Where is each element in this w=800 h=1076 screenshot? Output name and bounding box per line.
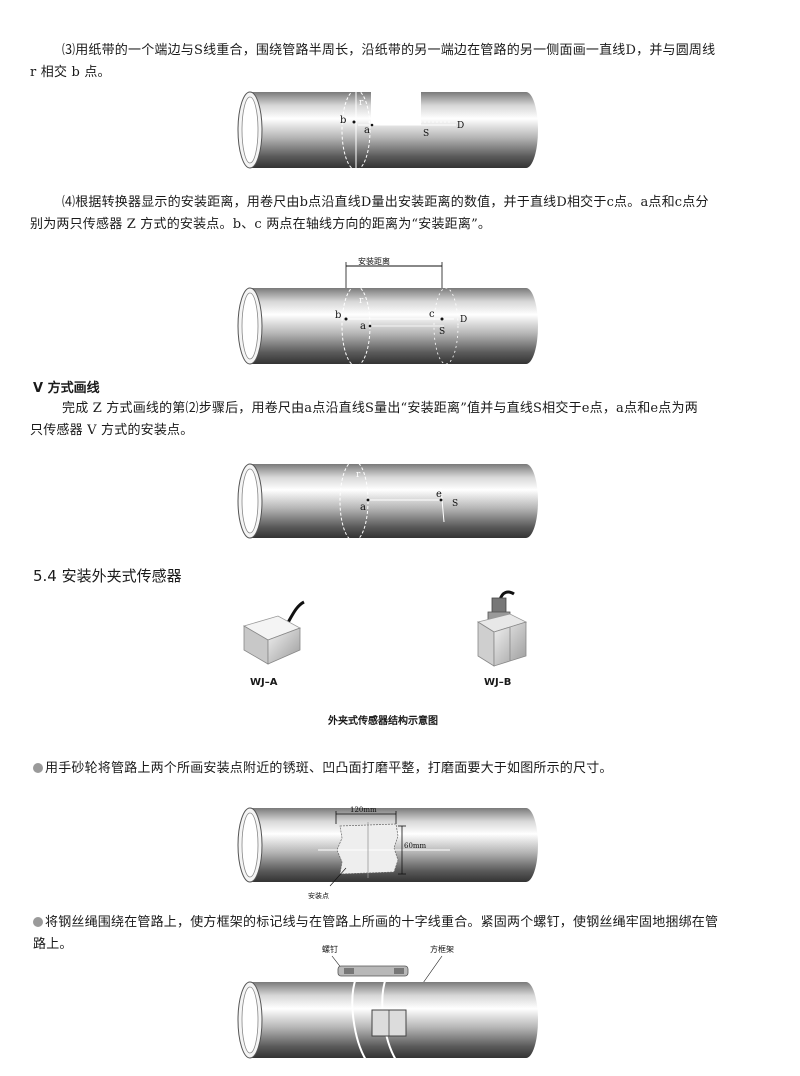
sensor-a-label: WJ–A xyxy=(250,677,278,688)
sensor-wj-a xyxy=(242,600,305,665)
fig4-height-label: 60mm xyxy=(404,842,427,850)
step4-line1: ⑷根据转换器显示的安装距离，用卷尺由b点沿直线D量出安装距离的数值，并于直线D相… xyxy=(62,195,709,210)
fig3-label-a: a xyxy=(360,502,366,513)
bullet-icon xyxy=(33,763,43,773)
step3-line1: ⑶用纸带的一个端边与S线重合，围绕管路半周长，沿纸带的另一端边在管路的另一侧面画… xyxy=(62,43,716,58)
fig5-frame-label: 方框架 xyxy=(430,944,454,954)
v-method-heading: V 方式画线 xyxy=(33,381,100,396)
fig4-point-label: 安装点 xyxy=(308,891,329,900)
fig2-distance-label: 安装距离 xyxy=(358,256,390,266)
fig1-label-s: S xyxy=(423,129,429,139)
v-line2: 只传感器 V 方式的安装点。 xyxy=(30,423,194,438)
rope-line1: 将钢丝绳围绕在管路上，使方框架的标记线与在管路上所画的十字线重合。紧固两个螺钉，… xyxy=(45,915,719,930)
fig2-label-s: S xyxy=(439,327,445,337)
step4-paragraph: ⑷根据转换器显示的安装距离，用卷尺由b点沿直线D量出安装距离的数值，并于直线D相… xyxy=(30,192,762,236)
fig2-label-a: a xyxy=(360,321,366,332)
step4-line2: 别为两只传感器 Z 方式的安装点。b、c 两点在轴线方向的距离为“安装距离”。 xyxy=(30,217,492,232)
rope-line2: 路上。 xyxy=(33,937,73,952)
sensor-figure-caption: 外夹式传感器结构示意图 xyxy=(328,716,438,727)
step3-paragraph: ⑶用纸带的一个端边与S线重合，围绕管路半周长，沿纸带的另一端边在管路的另一侧面画… xyxy=(30,40,762,84)
sensor-wj-b xyxy=(476,590,528,667)
fig2-label-d: D xyxy=(460,315,467,325)
fig2-label-c: c xyxy=(429,309,435,320)
fig3-label-s: S xyxy=(452,499,458,509)
fig2-label-r: r xyxy=(359,296,364,306)
pipe-figure-5: 螺钉 方框架 xyxy=(237,944,538,1061)
fig2-label-b: b xyxy=(335,310,341,321)
fig1-label-d: D xyxy=(457,121,464,131)
pipe-figure-4: 120mm 60mm 安装点 xyxy=(237,806,538,900)
fig4-width-label: 120mm xyxy=(350,806,377,814)
grind-text: 用手砂轮将管路上两个所画安装点附近的锈斑、凹凸面打磨平整，打磨面要大于如图所示的… xyxy=(45,761,613,776)
pipe-figure-1: r b a S D xyxy=(237,89,538,171)
fig3-label-e: e xyxy=(436,489,442,500)
fig1-label-r: r xyxy=(359,98,364,108)
pipe-figure-2: 安装距离 r b a c S D xyxy=(237,256,538,367)
fig1-label-a: a xyxy=(364,125,370,136)
pipe-figure-3: r a e S xyxy=(237,460,538,542)
fig3-label-r: r xyxy=(356,470,361,480)
bullet-icon xyxy=(33,917,43,927)
sensor-b-label: WJ–B xyxy=(484,677,512,688)
grind-paragraph: 用手砂轮将管路上两个所画安装点附近的锈斑、凹凸面打磨平整，打磨面要大于如图所示的… xyxy=(33,758,773,780)
fig5-screw-label: 螺钉 xyxy=(322,944,338,954)
fig1-label-b: b xyxy=(340,115,346,126)
v-method-paragraph: 完成 Z 方式画线的第⑵步骤后，用卷尺由a点沿直线S量出“安装距离”值并与直线S… xyxy=(30,398,762,442)
v-line1: 完成 Z 方式画线的第⑵步骤后，用卷尺由a点沿直线S量出“安装距离”值并与直线S… xyxy=(62,401,698,416)
rope-paragraph: 将钢丝绳围绕在管路上，使方框架的标记线与在管路上所画的十字线重合。紧固两个螺钉，… xyxy=(33,912,773,956)
step3-line2: r 相交 b 点。 xyxy=(30,65,111,80)
section-title: 5.4 安装外夹式传感器 xyxy=(33,567,182,585)
